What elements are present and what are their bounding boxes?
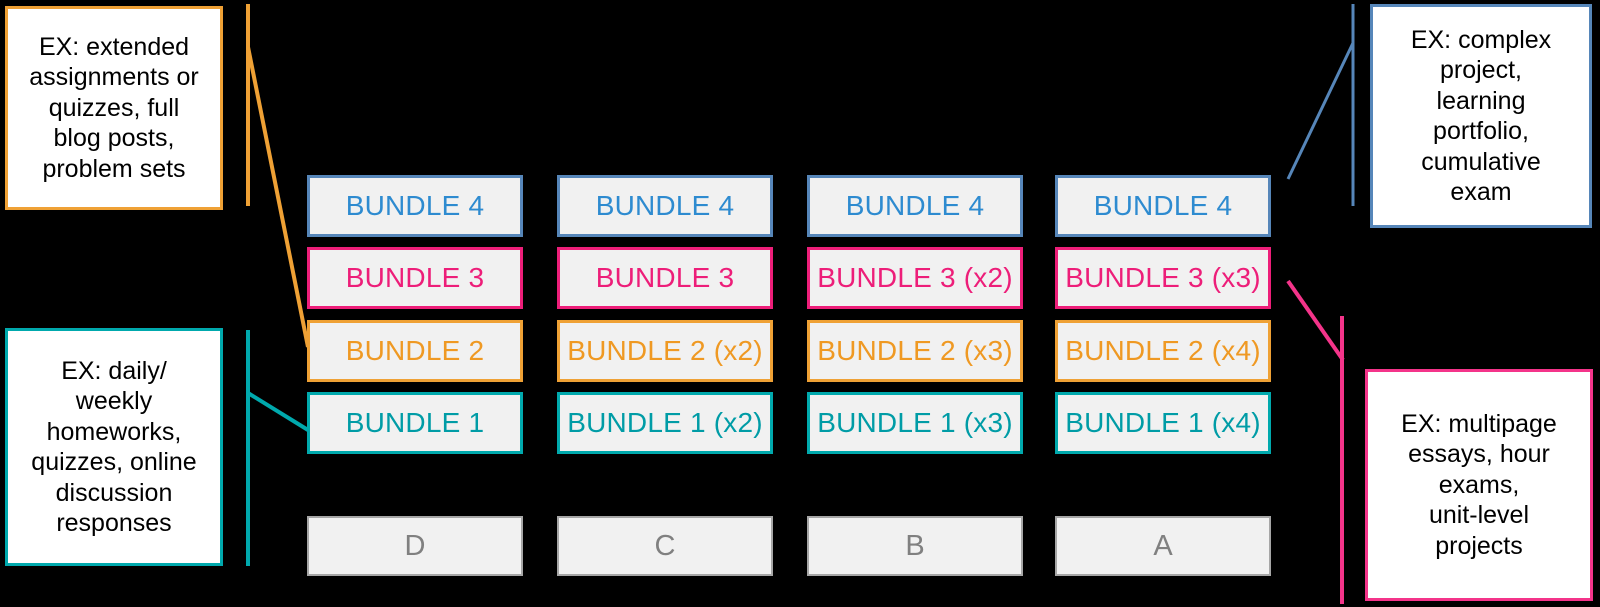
grade-label: C <box>654 529 676 562</box>
grade-box-b: B <box>807 516 1023 576</box>
grade-label: D <box>404 529 426 562</box>
bundle-label: BUNDLE 1 (x3) <box>817 407 1013 438</box>
bundle-label: BUNDLE 3 <box>345 262 485 293</box>
bundle-box-c-1: BUNDLE 1 (x2) <box>557 392 773 454</box>
grade-box-c: C <box>557 516 773 576</box>
grade-box-a: A <box>1055 516 1271 576</box>
daily-weekly-homework-callout: EX: daily/ weekly homeworks, quizzes, on… <box>5 328 223 566</box>
multipage-essays-callout: EX: multipage essays, hour exams, unit-l… <box>1365 369 1593 601</box>
bundle-label: BUNDLE 4 <box>595 190 735 221</box>
bundle-box-b-4: BUNDLE 4 <box>807 175 1023 237</box>
bundle-label: BUNDLE 1 (x4) <box>1065 407 1261 438</box>
bundle-box-d-2: BUNDLE 2 <box>307 320 523 382</box>
teal-diagonal-connector <box>246 391 310 432</box>
bundle-box-a-1: BUNDLE 1 (x4) <box>1055 392 1271 454</box>
extended-assignments-callout-text: EX: extended assignments or quizzes, ful… <box>29 32 199 183</box>
bundle-box-d-3: BUNDLE 3 <box>307 247 523 309</box>
bundle-label: BUNDLE 4 <box>1093 190 1233 221</box>
daily-weekly-homework-callout-text: EX: daily/ weekly homeworks, quizzes, on… <box>31 356 197 538</box>
bundle-box-b-2: BUNDLE 2 (x3) <box>807 320 1023 382</box>
bundle-box-b-3: BUNDLE 3 (x2) <box>807 247 1023 309</box>
bundle-label: BUNDLE 2 (x2) <box>567 335 763 366</box>
bundle-box-c-3: BUNDLE 3 <box>557 247 773 309</box>
extended-assignments-callout: EX: extended assignments or quizzes, ful… <box>5 6 223 210</box>
bundle-label: BUNDLE 3 (x2) <box>817 262 1013 293</box>
bundle-box-d-4: BUNDLE 4 <box>307 175 523 237</box>
orange-diagonal-connector <box>246 46 310 348</box>
bundle-grid: BUNDLE 4 BUNDLE 3 BUNDLE 2 BUNDLE 1 D BU… <box>307 175 1273 576</box>
bundle-box-a-2: BUNDLE 2 (x4) <box>1055 320 1271 382</box>
grade-box-d: D <box>307 516 523 576</box>
complex-project-callout-text: EX: complex project, learning portfolio,… <box>1410 25 1552 207</box>
blue-diagonal-connector <box>1286 42 1355 180</box>
bundle-box-d-1: BUNDLE 1 <box>307 392 523 454</box>
bundle-box-b-1: BUNDLE 1 (x3) <box>807 392 1023 454</box>
bundle-label: BUNDLE 4 <box>345 190 485 221</box>
bundle-label: BUNDLE 1 (x2) <box>567 407 763 438</box>
bundle-box-c-2: BUNDLE 2 (x2) <box>557 320 773 382</box>
bundle-label: BUNDLE 3 <box>595 262 735 293</box>
bundle-label: BUNDLE 1 <box>345 407 485 438</box>
complex-project-callout: EX: complex project, learning portfolio,… <box>1370 4 1592 228</box>
bundle-label: BUNDLE 4 <box>845 190 985 221</box>
grade-label: B <box>905 529 925 562</box>
bundle-label: BUNDLE 3 (x3) <box>1065 262 1261 293</box>
grade-label: A <box>1153 529 1173 562</box>
bundle-label: BUNDLE 2 (x4) <box>1065 335 1261 366</box>
bundle-label: BUNDLE 2 (x3) <box>817 335 1013 366</box>
bundle-box-a-3: BUNDLE 3 (x3) <box>1055 247 1271 309</box>
bundle-box-c-4: BUNDLE 4 <box>557 175 773 237</box>
bundle-label: BUNDLE 2 <box>345 335 485 366</box>
multipage-essays-callout-text: EX: multipage essays, hour exams, unit-l… <box>1401 409 1557 560</box>
pink-diagonal-connector <box>1286 279 1345 362</box>
bundle-box-a-4: BUNDLE 4 <box>1055 175 1271 237</box>
